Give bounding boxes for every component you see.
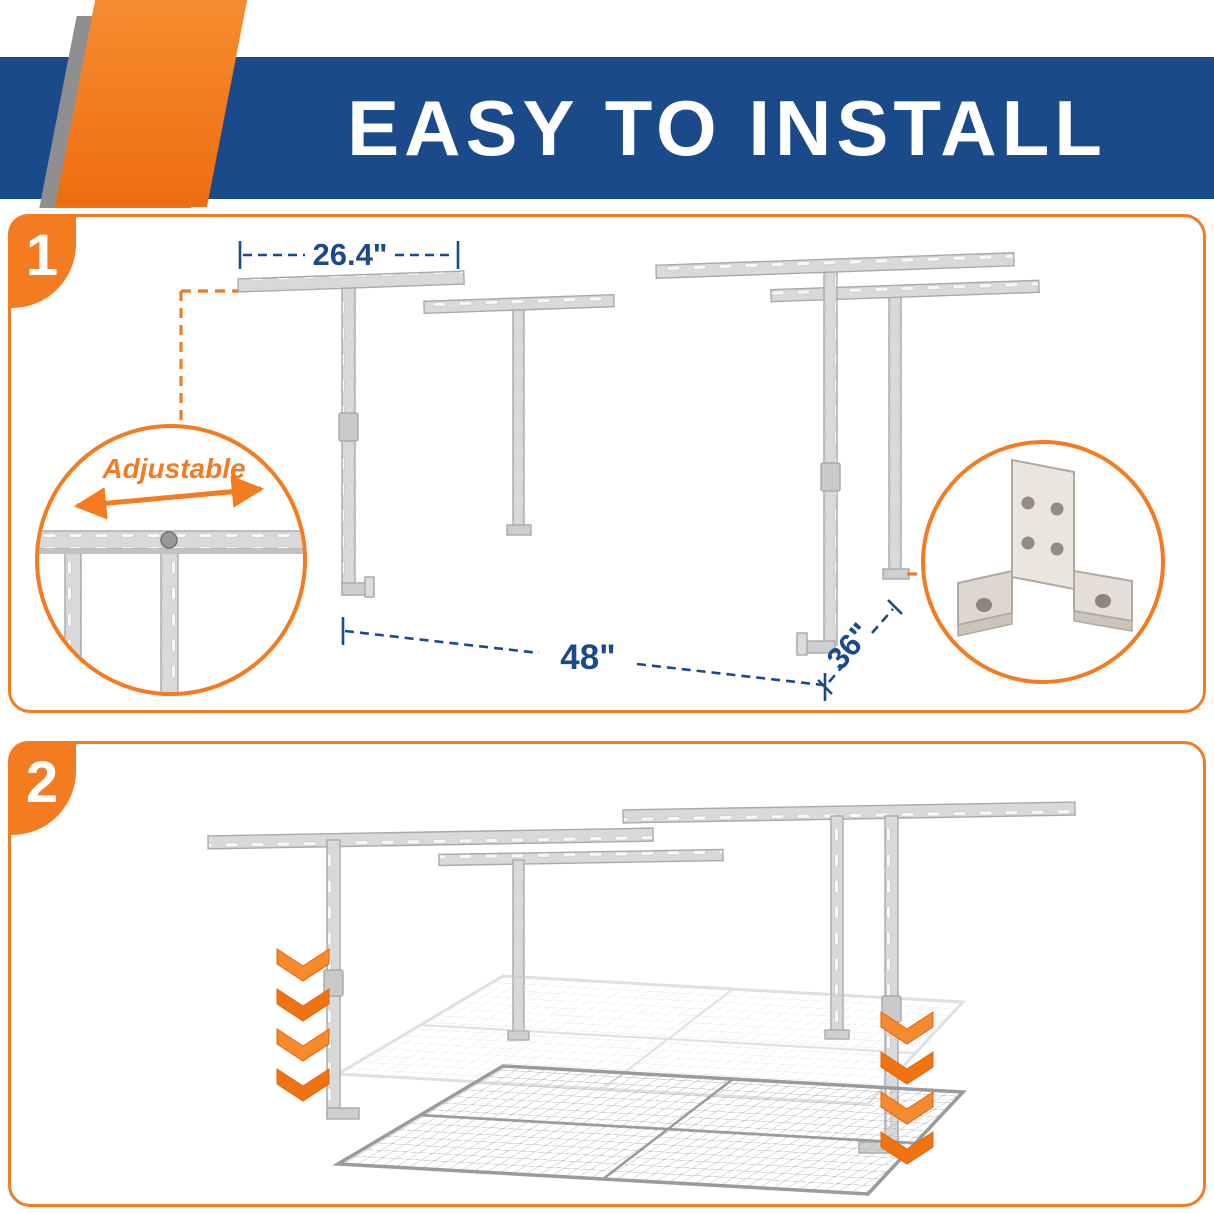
step2-diagram	[207, 801, 1076, 1196]
step2-panel: 2	[8, 741, 1206, 1207]
corner-bracket-illustration	[957, 458, 1133, 637]
adjust-arrow-icon	[73, 475, 265, 520]
callout-corner-bracket	[921, 440, 1165, 684]
step2-number: 2	[25, 750, 59, 815]
step2-badge: 2	[8, 741, 76, 835]
dimension-length: 48"	[341, 617, 827, 701]
down-chevrons-left-icon	[276, 948, 330, 1102]
rail-mid	[438, 848, 724, 867]
bracket-back-right	[770, 279, 1040, 580]
dimension-top-width-label: 26.4"	[312, 237, 387, 272]
step1-panel: 26.4" 48" 36"	[8, 214, 1206, 713]
bracket-back-left	[423, 293, 615, 536]
dimension-top-width: 26.4"	[238, 237, 460, 272]
dimension-length-label: 48"	[560, 638, 616, 677]
bracket-front-right	[655, 252, 1015, 656]
adjustable-label: Adjustable	[101, 453, 245, 484]
adjustable-guide-line	[179, 289, 238, 423]
bracket-front-left	[237, 270, 465, 598]
step1-number: 1	[25, 223, 59, 288]
page-title: EASY TO INSTALL	[347, 83, 1107, 172]
down-chevrons-right-icon	[880, 1011, 934, 1165]
callout-adjustable: Adjustable	[35, 424, 307, 696]
wire-shelf-solid	[332, 1064, 967, 1196]
rail-front-left	[207, 827, 654, 850]
rail-back	[622, 801, 1076, 824]
bolt-icon	[160, 531, 178, 549]
step1-diagram: 26.4" 48" 36"	[35, 237, 1165, 701]
